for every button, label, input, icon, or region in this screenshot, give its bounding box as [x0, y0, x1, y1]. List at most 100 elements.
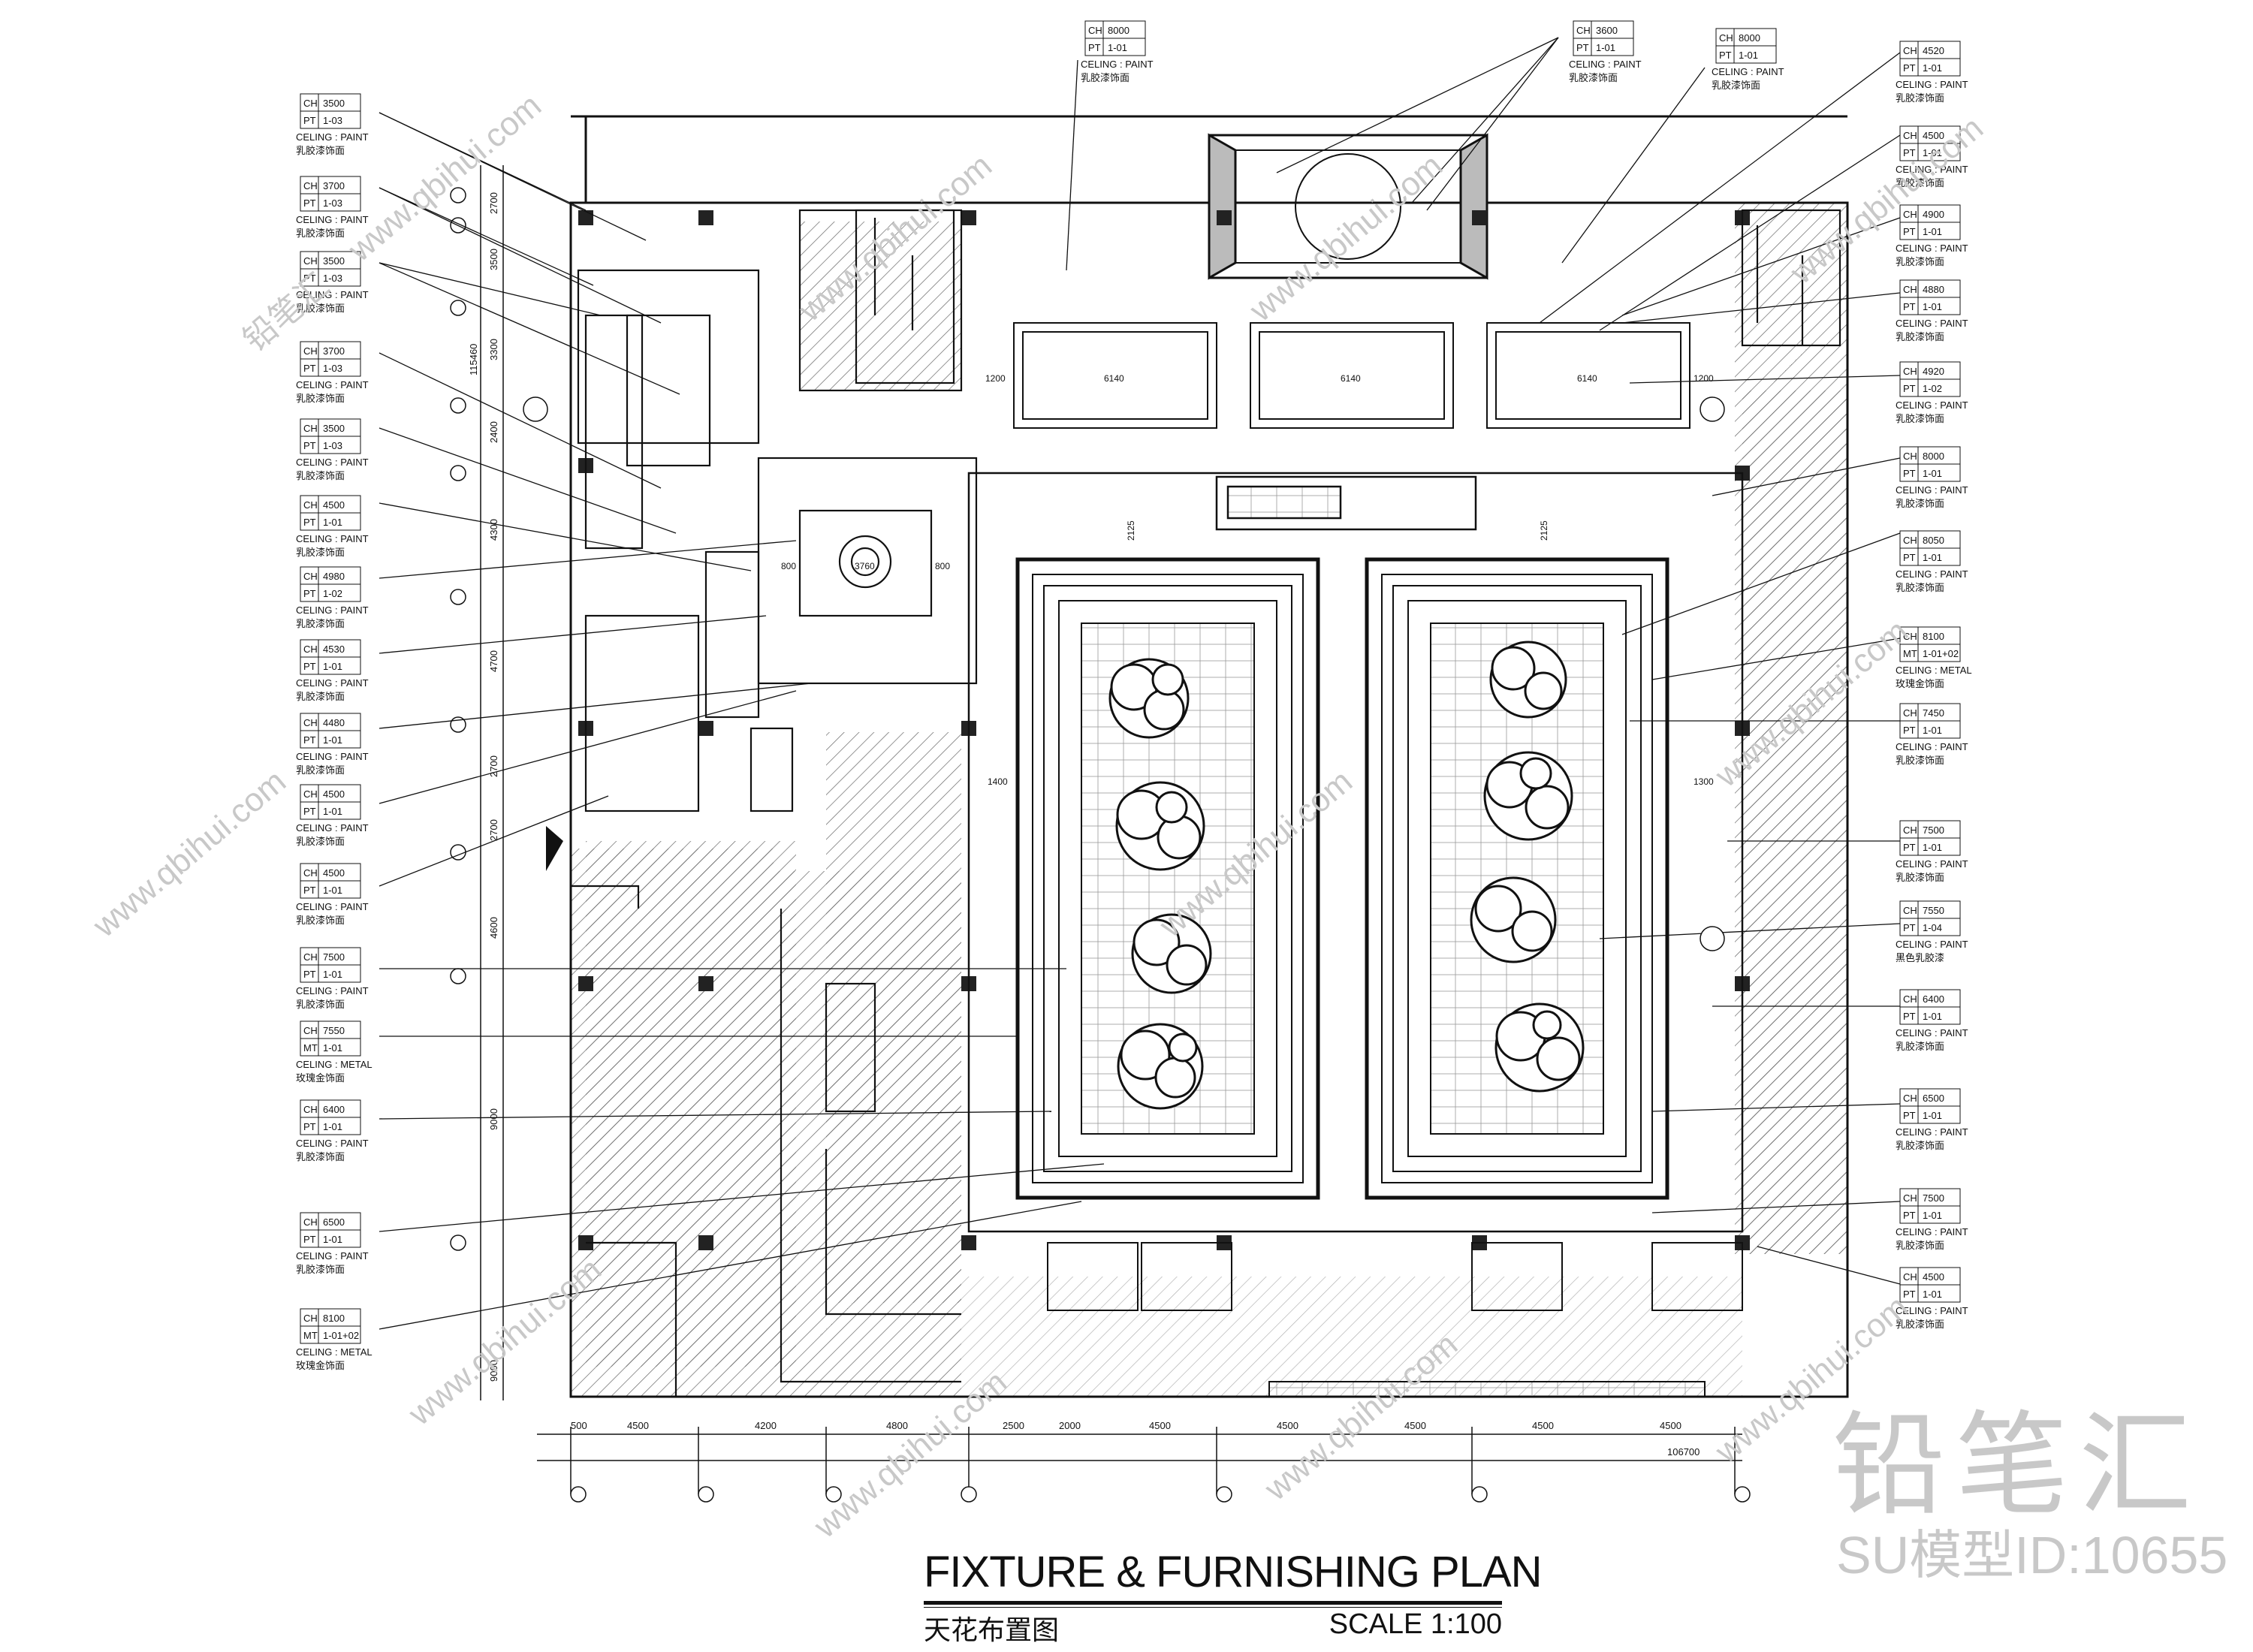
svg-text:1-01: 1-01 [323, 517, 342, 528]
svg-text:3500: 3500 [323, 423, 345, 434]
svg-text:3300: 3300 [488, 339, 499, 360]
svg-text:黑色乳胶漆: 黑色乳胶漆 [1896, 952, 1944, 964]
drawing-title: FIXTURE & FURNISHING PLAN [924, 1548, 1543, 1596]
svg-text:CH: CH [1903, 535, 1917, 546]
svg-text:乳胶漆饰面: 乳胶漆饰面 [1896, 1240, 1944, 1252]
elevation-marker-icon [523, 396, 548, 422]
svg-text:CH: CH [303, 1216, 318, 1228]
svg-text:1200: 1200 [985, 373, 1006, 384]
svg-text:乳胶漆饰面: 乳胶漆饰面 [296, 764, 345, 776]
svg-text:3760: 3760 [855, 561, 875, 571]
svg-text:乳胶漆饰面: 乳胶漆饰面 [1896, 177, 1944, 189]
svg-text:PT: PT [303, 363, 316, 374]
svg-text:CH: CH [1903, 209, 1917, 220]
svg-text:CELING : PAINT: CELING : PAINT [1896, 1226, 1968, 1237]
svg-text:1-01: 1-01 [1923, 147, 1942, 158]
svg-text:CELING : PAINT: CELING : PAINT [296, 604, 369, 616]
svg-text:8000: 8000 [1923, 451, 1944, 462]
svg-text:1-01: 1-01 [1923, 1210, 1942, 1221]
svg-text:CH: CH [303, 788, 318, 800]
svg-text:CH: CH [303, 717, 318, 728]
svg-text:1-01+02: 1-01+02 [323, 1330, 359, 1341]
svg-text:4500: 4500 [1923, 130, 1944, 141]
svg-text:9000: 9000 [488, 1360, 499, 1382]
peony-left-4 [1117, 1023, 1204, 1110]
svg-text:7500: 7500 [1923, 824, 1944, 836]
svg-text:1-01: 1-01 [323, 885, 342, 896]
svg-text:2500: 2500 [1003, 1420, 1024, 1431]
svg-text:8000: 8000 [1739, 32, 1760, 44]
svg-text:CH: CH [1903, 824, 1917, 836]
svg-text:CH: CH [303, 499, 318, 511]
peony-right-2 [1483, 751, 1573, 841]
svg-text:2700: 2700 [488, 819, 499, 841]
svg-text:CELING : PAINT: CELING : PAINT [296, 677, 369, 689]
svg-text:4500: 4500 [1660, 1420, 1681, 1431]
svg-text:PT: PT [1903, 1289, 1916, 1300]
svg-text:玫瑰金饰面: 玫瑰金饰面 [1896, 678, 1944, 690]
svg-text:4980: 4980 [323, 571, 345, 582]
svg-text:PT: PT [303, 1234, 316, 1245]
svg-text:www.qbihui.com: www.qbihui.com [1783, 110, 1990, 292]
svg-text:PT: PT [303, 115, 316, 126]
svg-text:4700: 4700 [488, 650, 499, 672]
svg-text:2700: 2700 [488, 192, 499, 214]
svg-text:CELING : PAINT: CELING : PAINT [1896, 164, 1968, 175]
svg-text:1-03: 1-03 [323, 440, 342, 451]
svg-text:CELING : PAINT: CELING : PAINT [296, 131, 369, 143]
svg-text:CH: CH [1088, 25, 1102, 36]
svg-text:乳胶漆饰面: 乳胶漆饰面 [1896, 92, 1944, 104]
hatched-zones [571, 203, 1847, 1397]
svg-text:4520: 4520 [1923, 45, 1944, 56]
svg-text:CH: CH [1903, 366, 1917, 377]
svg-text:1-01: 1-01 [323, 1042, 342, 1054]
svg-text:800: 800 [935, 561, 950, 571]
svg-text:CELING : PAINT: CELING : PAINT [1569, 59, 1642, 70]
svg-text:CH: CH [303, 98, 318, 109]
svg-text:4300: 4300 [488, 519, 499, 541]
svg-text:8100: 8100 [323, 1313, 345, 1324]
svg-text:CELING : PAINT: CELING : PAINT [1896, 568, 1968, 580]
svg-text:乳胶漆饰面: 乳胶漆饰面 [1712, 80, 1760, 92]
svg-text:PT: PT [1903, 147, 1916, 158]
title-rule [924, 1607, 1502, 1608]
svg-text:4200: 4200 [755, 1420, 777, 1431]
peony-motifs [1108, 641, 1585, 1110]
svg-text:CELING : PAINT: CELING : PAINT [296, 533, 369, 544]
svg-text:乳胶漆饰面: 乳胶漆饰面 [1081, 72, 1130, 84]
svg-text:800: 800 [781, 561, 796, 571]
svg-text:1-03: 1-03 [323, 115, 342, 126]
svg-text:CELING : PAINT: CELING : PAINT [1896, 1027, 1968, 1039]
svg-text:115460: 115460 [468, 344, 479, 375]
svg-text:4900: 4900 [1923, 209, 1944, 220]
svg-text:4600: 4600 [488, 917, 499, 939]
svg-text:3600: 3600 [1596, 25, 1618, 36]
svg-text:乳胶漆饰面: 乳胶漆饰面 [296, 470, 345, 482]
peony-left-3 [1131, 913, 1212, 994]
svg-text:4500: 4500 [323, 867, 345, 879]
bottom-bays [1047, 1242, 1743, 1397]
svg-text:乳胶漆饰面: 乳胶漆饰面 [1896, 1319, 1944, 1331]
svg-text:乳胶漆饰面: 乳胶漆饰面 [1896, 1140, 1944, 1152]
svg-text:PT: PT [303, 197, 316, 209]
elevation-marker-icon [1700, 396, 1725, 422]
